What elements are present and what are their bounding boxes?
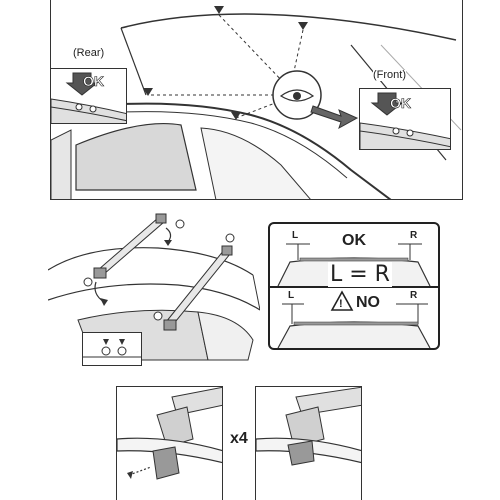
left-marker-top: L [292,230,299,241]
front-ok-badge: OK [390,95,412,112]
equal-equation: L = R [328,262,392,287]
ok-section: L R OK L = R [270,224,438,288]
right-marker-bottom: R [410,290,418,301]
no-section: L R ! NO [270,288,438,348]
rear-label: (Rear) [73,47,105,59]
top-install-panel: OK (Rear) OK (Front) [50,0,463,200]
ok-label: OK [342,232,366,249]
warning-triangle-icon [330,290,354,311]
roof-bar-placement-diagram [48,210,260,375]
door-frame-detail [83,339,141,358]
front-label: (Front) [373,69,406,81]
rear-ok-badge: OK [83,73,105,90]
car-with-bars-illustration [48,213,260,361]
left-right-equal-panel: L R OK L = R L R ! NO [268,222,440,350]
rear-clip-detail [51,72,126,123]
right-marker-top: R [410,230,418,241]
front-clip-detail [360,92,450,149]
no-car-illustration [277,290,431,348]
quantity-multiplier: x4 [230,430,248,447]
clamp-closed-illustration [256,387,361,466]
warning-exclamation: ! [339,298,343,310]
front-inset: OK [359,88,451,150]
no-label: NO [356,294,380,311]
rear-inset: OK [51,68,127,124]
left-marker-bottom: L [288,290,295,301]
clamp-open-illustration [117,387,222,480]
door-frame-inset [82,332,142,366]
clamp-open-panel [116,386,223,500]
clamp-closed-panel [255,386,362,500]
